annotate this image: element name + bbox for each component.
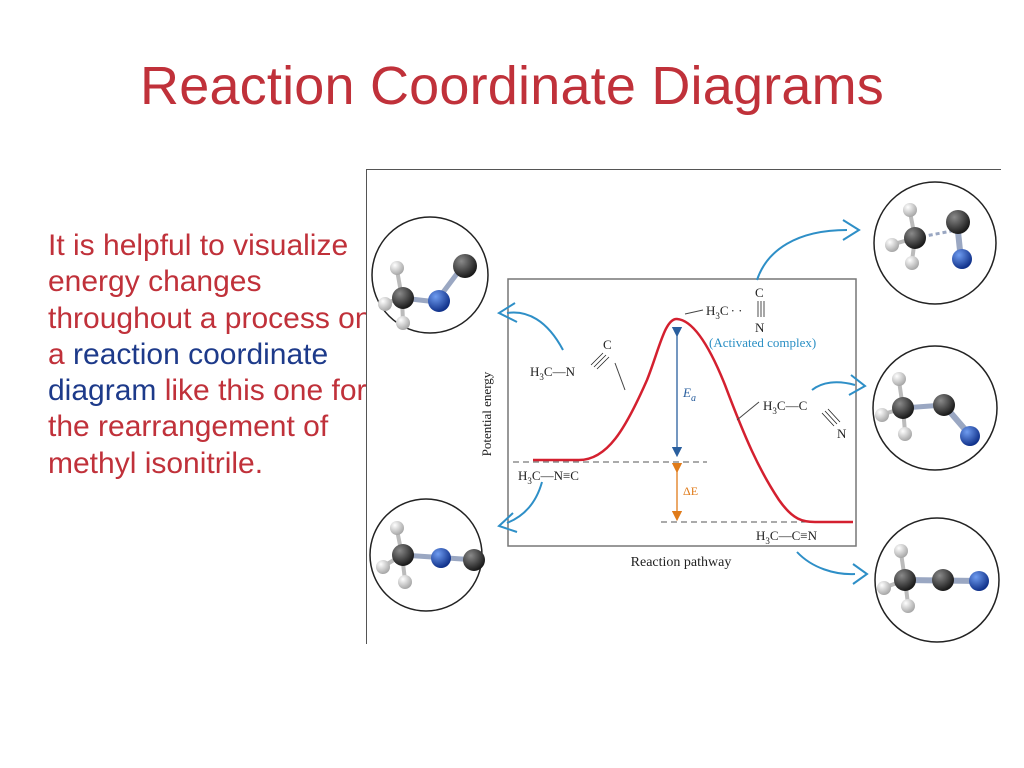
ea-label: Ea bbox=[682, 385, 696, 404]
slide-title: Reaction Coordinate Diagrams bbox=[140, 56, 884, 116]
bent-product-n: N bbox=[837, 426, 847, 441]
figure-frame: Potential energy Reaction pathway Ea ΔE … bbox=[366, 169, 1001, 644]
reactant-bent-top-c: C bbox=[603, 337, 612, 352]
hydrogen-atom bbox=[894, 544, 908, 558]
ts-formula-bottom-n: N bbox=[755, 320, 765, 335]
hydrogen-atom bbox=[390, 261, 404, 275]
callout-arrow-lower-left-head bbox=[497, 512, 518, 533]
carbon-atom bbox=[453, 254, 477, 278]
bent-product-formula: H3C—C bbox=[763, 398, 807, 416]
reactant-bent-leader bbox=[614, 362, 626, 391]
hydrogen-atom bbox=[376, 560, 390, 574]
carbon-atom bbox=[932, 569, 954, 591]
hydrogen-atom bbox=[875, 408, 889, 422]
callout-arrow-upper-right-head bbox=[842, 219, 861, 241]
body-text-part1: It is helpful to visualize energy change… bbox=[48, 229, 372, 371]
hydrogen-atom bbox=[390, 521, 404, 535]
hydrogen-atom bbox=[892, 372, 906, 386]
hydrogen-atom bbox=[898, 427, 912, 441]
hydrogen-atom bbox=[885, 238, 899, 252]
body-paragraph: It is helpful to visualize energy change… bbox=[48, 228, 393, 482]
hydrogen-atom bbox=[398, 575, 412, 589]
reactant-bent-formula: H3C—N bbox=[530, 364, 576, 382]
callout-arrow-upper-left bbox=[506, 311, 564, 351]
callout-arrow-lower-right-head bbox=[852, 563, 869, 585]
callout-arrow-lower-right bbox=[796, 551, 856, 576]
callout-arrow-upper-left-head bbox=[496, 302, 518, 323]
carbon-atom bbox=[463, 549, 485, 571]
body-text-highlight: reaction coordinate diagram bbox=[48, 337, 329, 408]
molecule-circle-upper-left bbox=[371, 216, 489, 334]
nitrogen-atom bbox=[431, 548, 451, 568]
carbon-atom bbox=[933, 394, 955, 416]
carbon-atom bbox=[894, 569, 916, 591]
nitrogen-atom bbox=[952, 249, 972, 269]
x-axis-label: Reaction pathway bbox=[631, 555, 732, 570]
energy-curve bbox=[533, 317, 853, 524]
product-formula: H3C—C≡N bbox=[756, 528, 818, 546]
bent-product-leader bbox=[736, 401, 760, 421]
callout-arrows bbox=[496, 219, 869, 585]
carbon-atom bbox=[946, 210, 970, 234]
carbon-atom bbox=[392, 287, 414, 309]
hydrogen-atom bbox=[396, 316, 410, 330]
callout-arrow-middle-right-head bbox=[848, 374, 867, 396]
molecule-circle-lower-left bbox=[369, 498, 485, 612]
carbon-atom bbox=[904, 227, 926, 249]
hydrogen-atom bbox=[378, 297, 392, 311]
activated-complex-label: (Activated complex) bbox=[709, 335, 816, 350]
ts-leader-line bbox=[684, 309, 704, 315]
nitrogen-atom bbox=[960, 426, 980, 446]
carbon-atom bbox=[892, 397, 914, 419]
reactant-formula: H3C—N≡C bbox=[518, 468, 579, 486]
callout-arrow-middle-right bbox=[811, 381, 856, 391]
ts-formula-top-c: C bbox=[755, 285, 764, 300]
ts-formula: H3C· · bbox=[706, 303, 742, 321]
hydrogen-atom bbox=[905, 256, 919, 270]
hydrogen-atom bbox=[901, 599, 915, 613]
y-axis-label: Potential energy bbox=[479, 371, 494, 456]
delta-e-label: ΔE bbox=[683, 484, 698, 498]
molecule-circle-upper-right bbox=[873, 181, 997, 305]
molecule-circle-middle-right bbox=[872, 345, 998, 471]
plot-box bbox=[507, 278, 857, 547]
molecule-circle-lower-right bbox=[874, 517, 1000, 643]
hydrogen-atom bbox=[903, 203, 917, 217]
nitrogen-atom bbox=[428, 290, 450, 312]
callout-arrow-upper-right bbox=[756, 229, 848, 281]
hydrogen-atom bbox=[877, 581, 891, 595]
nitrogen-atom bbox=[969, 571, 989, 591]
callout-arrow-lower-left bbox=[506, 481, 543, 524]
carbon-atom bbox=[392, 544, 414, 566]
body-text-part2: like this one for the rearrangement of m… bbox=[48, 374, 367, 480]
reaction-coordinate-diagram: Potential energy Reaction pathway Ea ΔE … bbox=[369, 181, 1000, 643]
